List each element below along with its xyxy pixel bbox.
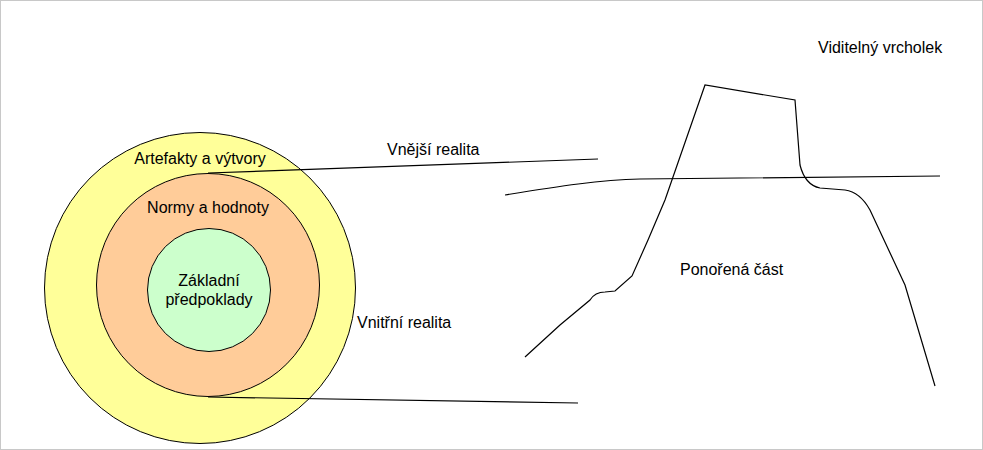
iceberg-outline [525,85,935,386]
outer-circle: Artefakty a výtvoryNormy a hodnotyZáklad… [44,132,356,444]
circle-label: Artefakty a výtvory [120,149,280,168]
circle-label: Normy a hodnoty [135,198,281,217]
water-line [505,176,940,195]
middle-circle: Normy a hodnotyZákladní předpoklady [96,173,320,397]
inner-circle-fill [148,229,271,352]
region-label: Vnější realita [387,140,480,159]
leader-line [208,159,598,173]
region-label: Viditelný vrcholek [818,38,942,57]
outer-circle-fill [45,133,356,444]
leader-line [208,397,578,403]
middle-circle-fill [97,174,320,397]
circle-label: Základní předpoklady [157,271,261,309]
inner-circle-outline [147,228,271,352]
region-label: Ponořená část [680,260,783,279]
inner-circle: Základní předpoklady [147,228,271,352]
region-label: Vnitřní realita [357,313,451,332]
